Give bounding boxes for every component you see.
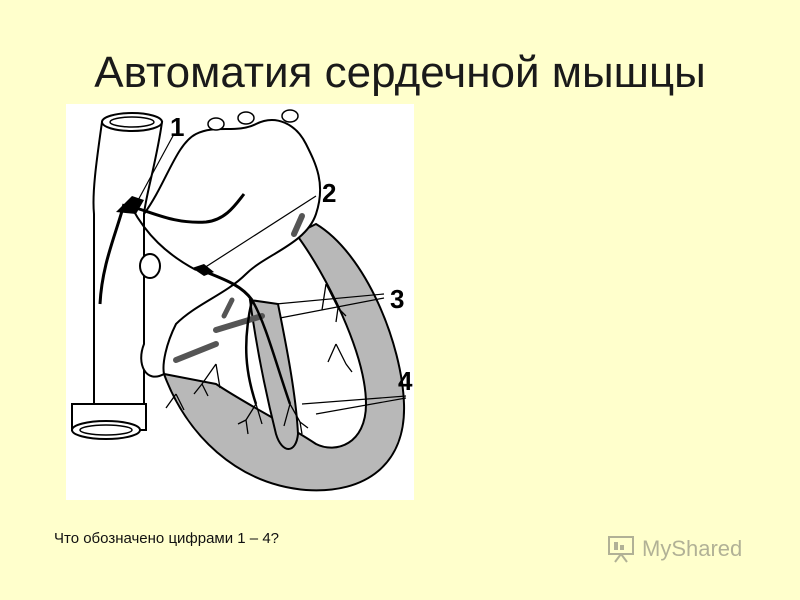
question-text: Что обозначено цифрами 1 – 4? (54, 530, 279, 547)
presentation-icon (608, 536, 634, 563)
vena-cava-opening-bottom (71, 420, 141, 440)
label-1: 1 (170, 112, 185, 142)
label-3: 3 (390, 284, 405, 314)
bundle-of-his (205, 270, 254, 301)
leader-lines (135, 133, 407, 415)
heart-illustration (71, 109, 407, 492)
heart-conduction-diagram: 1 2 3 4 (66, 104, 414, 500)
slide-title: Автоматия сердечной мышцы (94, 48, 706, 97)
ventricle-wall (162, 222, 406, 492)
atria-outline (140, 119, 322, 378)
label-2: 2 (322, 178, 337, 208)
vena-cava-opening-top (101, 112, 163, 132)
label-4: 4 (398, 366, 413, 396)
valve-ring (139, 253, 161, 279)
watermark-logo: MyShared (606, 534, 742, 564)
watermark-brand: MyShared (642, 536, 743, 561)
purkinje-fibers (165, 283, 353, 435)
septum (248, 298, 300, 450)
